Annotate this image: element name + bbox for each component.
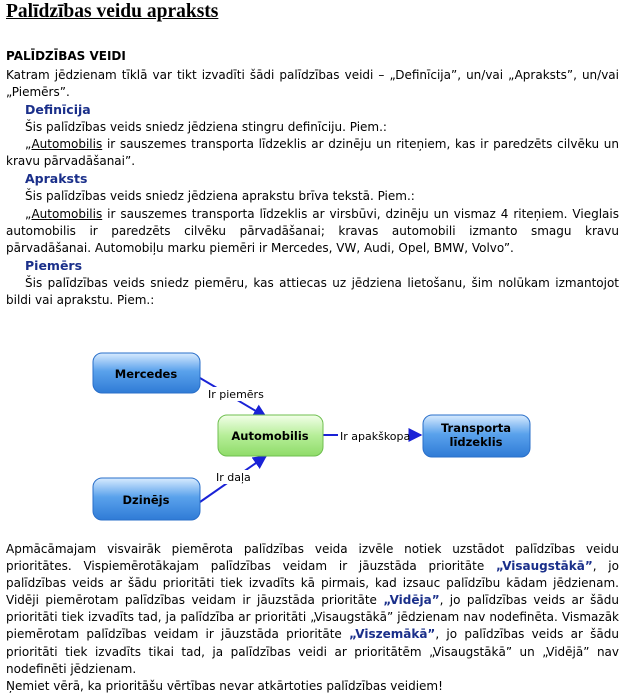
priorities-section: Apmācāmajam visvairāk piemērota palīdzīb… [6,541,619,695]
edge-label-ir-dala: Ir daļa [216,471,251,484]
example-heading: Piemērs [25,257,83,273]
edge-label-ir-piemers: Ir piemērs [208,388,264,401]
node-label-automobilis: Automobilis [231,429,308,443]
node-transporta-lidzeklis: Transporta līdzeklis [422,414,531,458]
node-label-mercedes: Mercedes [115,367,178,381]
priority-highest: „Visaugstākā” [495,559,593,574]
term-automobilis: Automobilis [31,137,103,152]
intro-text: Katram jēdzienam tīklā var tikt izvadīti… [6,68,619,100]
definition-text: Šis palīdzības veids sniedz jēdziena sti… [25,120,387,135]
quote-open: „ [25,206,32,221]
node-automobilis: Automobilis [217,414,324,457]
node-label-lidzeklis: līdzeklis [450,435,503,449]
example-text: Šis palīdzības veids sniedz piemēru, kas… [6,275,619,307]
priority-medium: „Vidēja” [383,593,440,608]
description-example-rest: ir sauszemes transporta līdzeklis ar vir… [6,206,619,255]
priority-lowest: „Viszemākā” [349,627,436,642]
priorities-text-part: Apmācāmajam visvairāk piemērota palīdzīb… [6,542,619,574]
node-dzinejs: Dzinējs [92,477,201,521]
node-mercedes: Mercedes [92,352,201,394]
node-label-transporta: Transporta [441,421,511,435]
definition-example: „Automobilis ir sauszemes transporta līd… [6,136,619,170]
priorities-text-part: , jo palīdzības veids ar šādu prioritāti… [6,559,619,608]
page-title: Palīdzības veidu apraksts [6,1,219,22]
priorities-text-part: , jo palīdzības veids ar šādu prioritāti… [6,593,620,642]
help-types-content: Katram jēdzienam tīklā var tikt izvadīti… [6,67,619,309]
quote-open: „ [25,137,32,152]
edge-label-ir-apakskopa: Ir apakškopa [340,430,410,443]
definition-example-rest: ir sauszemes transporta līdzeklis ar dzi… [6,137,619,169]
concept-diagram: Ir piemērs Ir daļa Ir apakškopa Mercedes… [92,352,531,521]
node-label-dzinejs: Dzinējs [123,493,170,507]
priorities-text: Apmācāmajam visvairāk piemērota palīdzīb… [6,541,619,678]
priorities-note: Ņemiet vērā, ka prioritāšu vērtības neva… [6,678,443,693]
section-heading: PALĪDZĪBAS VEIDI [6,49,126,63]
description-heading: Apraksts [25,171,88,187]
term-automobilis: Automobilis [31,206,103,221]
definition-heading: Definīcija [25,102,91,118]
description-text: Šis palīdzības veids sniedz jēdziena apr… [25,189,415,204]
description-example: „Automobilis ir sauszemes transporta līd… [6,206,619,257]
priorities-text-part: , jo palīdzības veids ar šādu prioritāti… [6,627,619,676]
